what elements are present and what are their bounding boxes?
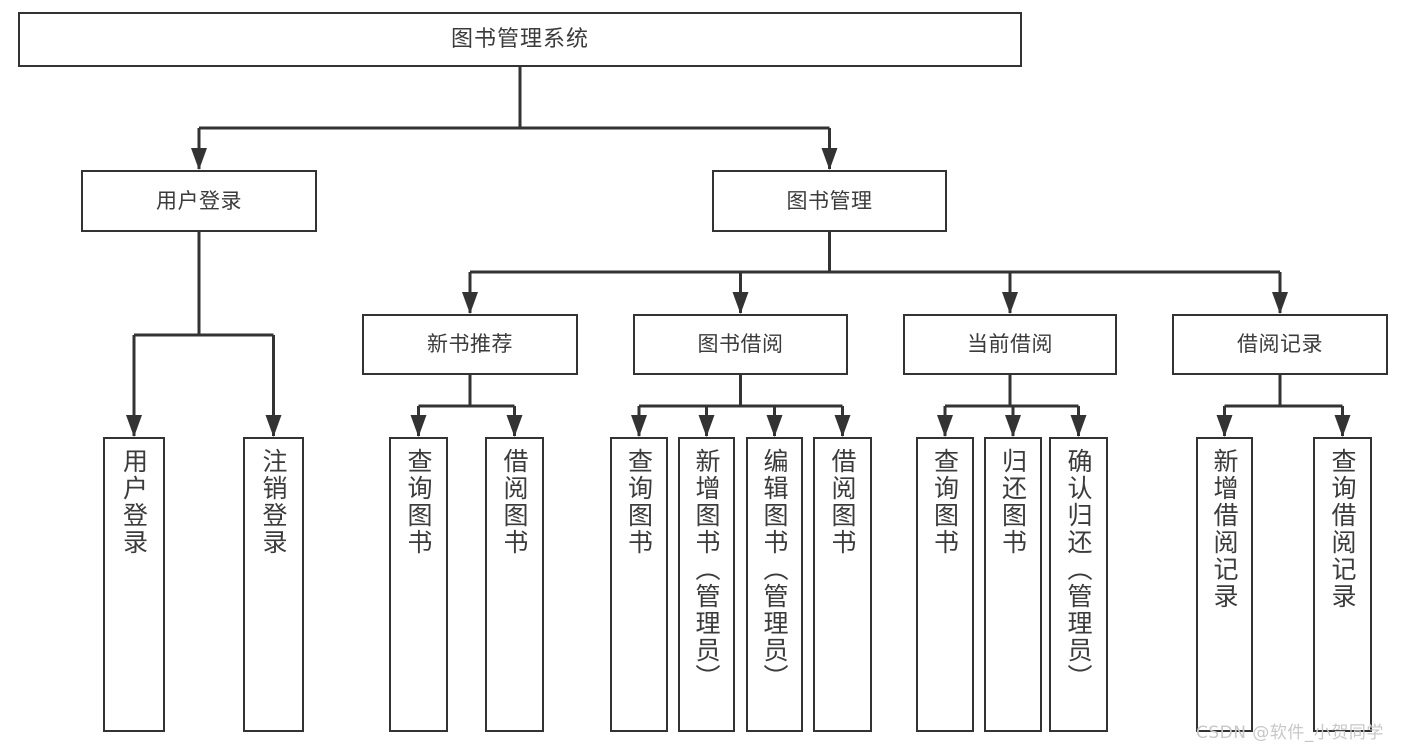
node-user-login[interactable]: 用户登录 (81, 170, 317, 232)
node-label: 编辑图书（管理员） (760, 448, 789, 691)
node-book-management[interactable]: 图书管理 (712, 170, 947, 232)
node-leaf-logout[interactable]: 注销登录 (243, 437, 304, 732)
node-leaf-confirm-return-admin[interactable]: 确认归还（管理员） (1049, 437, 1108, 732)
node-leaf-query-book-borrow[interactable]: 查询图书 (610, 437, 668, 732)
node-label: 图书管理 (786, 188, 873, 213)
node-leaf-edit-book-admin[interactable]: 编辑图书（管理员） (746, 437, 803, 732)
node-current-borrow[interactable]: 当前借阅 (903, 314, 1117, 375)
node-label: 查询图书 (930, 448, 960, 556)
watermark-text: CSDN @软件_小贺同学 (1196, 723, 1384, 743)
node-label: 图书借阅 (697, 332, 784, 357)
node-label: 查询借阅记录 (1328, 448, 1357, 610)
node-leaf-add-book-admin[interactable]: 新增图书（管理员） (678, 437, 735, 732)
node-label: 确认归还（管理员） (1064, 448, 1093, 691)
node-label: 用户登录 (119, 448, 149, 556)
node-leaf-user-login[interactable]: 用户登录 (103, 437, 165, 732)
node-borrow-record[interactable]: 借阅记录 (1172, 314, 1388, 375)
node-label: 新增借阅记录 (1210, 448, 1239, 610)
node-label: 查询图书 (404, 448, 433, 556)
node-label: 借阅图书 (828, 448, 857, 556)
node-label: 当前借阅 (967, 332, 1053, 357)
node-label: 查询图书 (624, 448, 654, 556)
node-leaf-add-borrow-record[interactable]: 新增借阅记录 (1196, 437, 1253, 732)
node-label: 借阅记录 (1237, 332, 1323, 357)
node-label: 图书管理系统 (450, 26, 589, 52)
node-label: 借阅图书 (500, 448, 529, 556)
node-label: 归还图书 (998, 448, 1028, 556)
node-label: 注销登录 (259, 448, 288, 556)
node-leaf-query-book-current[interactable]: 查询图书 (916, 437, 974, 732)
node-leaf-query-book-recommendation[interactable]: 查询图书 (389, 437, 448, 732)
node-root-system[interactable]: 图书管理系统 (18, 12, 1022, 67)
node-leaf-borrow-book[interactable]: 借阅图书 (813, 437, 872, 732)
node-label: 新书推荐 (427, 332, 513, 357)
node-leaf-query-borrow-record[interactable]: 查询借阅记录 (1313, 437, 1372, 732)
node-leaf-borrow-book-recommendation[interactable]: 借阅图书 (485, 437, 544, 732)
node-book-borrow[interactable]: 图书借阅 (633, 314, 848, 375)
node-leaf-return-book[interactable]: 归还图书 (984, 437, 1042, 732)
node-label: 用户登录 (156, 188, 242, 213)
node-label: 新增图书（管理员） (692, 448, 721, 691)
node-new-book-recommendation[interactable]: 新书推荐 (362, 314, 578, 375)
